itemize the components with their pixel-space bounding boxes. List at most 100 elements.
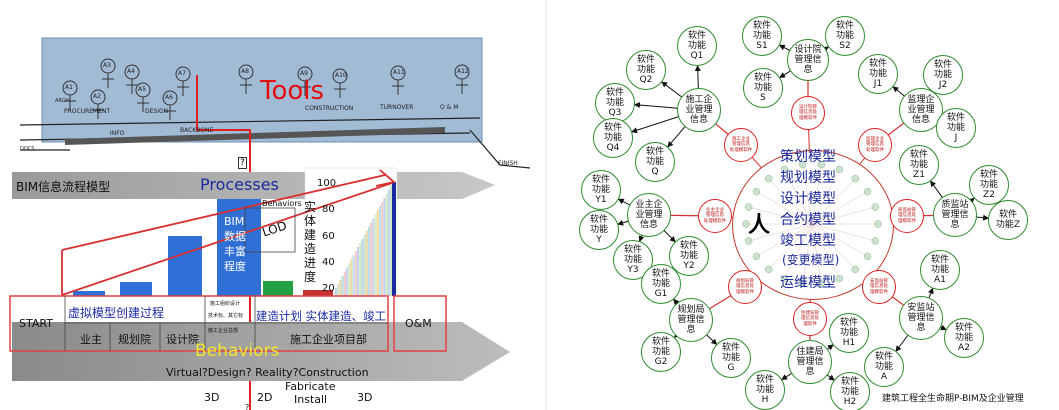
sketch-figures: [62, 58, 470, 120]
person-spoke: [811, 178, 856, 225]
phase-text: Virtual?Design? Reality?Construction: [166, 366, 369, 379]
person-spoke: [784, 223, 813, 279]
stakeholder-planning: 规划院: [118, 333, 151, 346]
software-node-label: 软件 功能 J1: [868, 59, 887, 89]
bar-2: [120, 282, 152, 296]
person-marker: [871, 237, 880, 245]
hub-node: 监理企 业管理 信息: [899, 88, 943, 132]
hub-node-label: 住建局 管理信 息: [796, 347, 824, 377]
software-node: 软件 功能 Y: [579, 210, 619, 250]
software-node: 软件 功能 Q: [635, 142, 675, 182]
hub-node: 质监站 管理信 息: [933, 193, 977, 237]
software-node: 软件 功能 Z2: [969, 165, 1009, 205]
bar-green: [263, 281, 293, 296]
connector-node-label: 施工企业 管理信息 处理模软件: [729, 136, 753, 153]
connector-node-label: 业主企业 管理信息 处理模软件: [703, 207, 727, 224]
software-node: 软件 功能 A1: [920, 250, 960, 290]
software-node-label: 软件 功能 Z1: [909, 150, 928, 180]
center-person: 人: [748, 213, 771, 238]
person-marker: [744, 203, 753, 211]
stakeholder-frame: [9, 295, 389, 352]
staircase-bar: [341, 275, 344, 296]
network-connector-line: [930, 180, 944, 199]
software-node: 软件 功能 S: [743, 68, 783, 108]
person-spoke: [756, 191, 813, 225]
connector-node: 设计院管 理信息处 理模软件: [791, 96, 825, 130]
connector-node: 业主企业 管理信息 处理模软件: [698, 199, 732, 233]
sketch-figure-label: A11: [393, 69, 405, 76]
hub-node: 设计院 管理信 息: [787, 39, 829, 81]
dim-2d: 2D: [257, 391, 273, 404]
hub-node-label: 安监站 管理信 息: [907, 303, 935, 333]
ytick-40: 40: [322, 257, 335, 268]
software-node: 软件 功能 A2: [944, 318, 984, 358]
hub-node-label: 规划局 管理信 息: [677, 305, 705, 335]
network-connector-line: [895, 334, 909, 352]
fabricate-text: Fabricate: [285, 380, 336, 393]
phase-construction: CONSTRUCTION: [305, 105, 354, 112]
sketch-figure-label: A2: [93, 93, 101, 100]
staircase-bar: [381, 201, 384, 296]
bar-final: [392, 182, 396, 296]
connector-node-label: 安监站管 理信息处 理模软件: [870, 278, 888, 295]
hub-node-label: 质监站 管理信 息: [941, 200, 969, 230]
software-node: 软件 功能 H1: [829, 313, 869, 353]
sketch-figure-label: A7: [178, 70, 186, 77]
staircase-bar: [339, 279, 342, 296]
lifecycle-diagram-panel: Tools ? BIM信息流程模型 Processes 100 Behavior…: [9, 37, 531, 410]
hub-node: 住建局 管理信 息: [788, 340, 832, 384]
software-node-label: 软件 功能 G2: [651, 337, 670, 367]
software-node: 软件 功能Z: [988, 200, 1028, 240]
software-node: 软件 功能 S2: [825, 16, 865, 56]
staircase-bar: [354, 251, 357, 296]
software-node-label: 软件 功能 G: [721, 343, 740, 373]
sketch-figure-label: A1: [65, 84, 73, 91]
software-node-label: 软件 功能 J: [946, 113, 965, 143]
connector-node: 安监站管 理信息处 理模软件: [862, 270, 896, 304]
phase-design: DESIGN: [145, 108, 169, 115]
software-node-label: 软件 功能Z: [995, 210, 1021, 230]
sketch-figure-label: A4: [127, 68, 135, 75]
person-spoke: [768, 223, 813, 270]
software-node: 软件 功能 Y1: [581, 170, 621, 210]
hub-node-label: 设计院 管理信 息: [794, 45, 822, 75]
install-text: Install: [294, 393, 328, 406]
software-node: 软件 功能 G1: [641, 264, 681, 304]
ytick-20: 20: [322, 283, 335, 294]
connector-node-label: 设计院管 理信息处 理模软件: [799, 104, 817, 121]
person-marker: [871, 203, 880, 211]
hub-node: 业主企 业管理 信息: [627, 193, 671, 237]
software-node-label: 软件 功能 H1: [839, 318, 858, 348]
word-finish: FINISH: [498, 160, 518, 167]
network-connector-line: [779, 70, 792, 78]
hub-node: 规划局 管理信 息: [669, 298, 713, 342]
marker-bottom: ?: [245, 403, 250, 410]
word-docs: DOCS: [20, 146, 35, 152]
word-backbone: BACKBONE: [180, 127, 214, 134]
staircase-bar: [387, 189, 390, 296]
software-node: 软件 功能 Q2: [626, 50, 666, 90]
staircase-bar: [335, 288, 337, 296]
sketch-figure-body: [164, 105, 176, 120]
person-marker: [780, 274, 789, 283]
ytick-60: 60: [322, 231, 335, 242]
person-marker: [780, 165, 789, 174]
lifecycle-diagram-graphics: [9, 37, 531, 410]
sketch-figure-label: A5: [138, 86, 146, 93]
software-node: 软件 功能 Q1: [677, 26, 717, 66]
build-plan-label: 建造计划 实体建造、竣工: [256, 309, 387, 323]
staircase-bar: [390, 185, 392, 296]
sketch-figure-body: [240, 79, 252, 94]
hub-node: 施工企 业管理 信息: [677, 88, 721, 132]
start-label: START: [19, 317, 53, 330]
connector-node-label: 住建局管 理信息处 理软件: [801, 310, 819, 327]
connector-node-label: 监理企业 管理信息 处理软件: [866, 136, 884, 153]
software-node-label: 软件 功能 Y1: [591, 175, 610, 205]
person-spoke: [811, 223, 876, 242]
person-spoke: [811, 223, 868, 257]
software-node-label: 软件 功能 S1: [752, 21, 771, 51]
sketch-figure-body: [456, 79, 468, 94]
tech-bid-label: 技术标、其它标: [208, 313, 244, 319]
model-contract: 合约模型: [780, 212, 836, 228]
software-node-label: 软件 功能 S: [753, 73, 772, 103]
